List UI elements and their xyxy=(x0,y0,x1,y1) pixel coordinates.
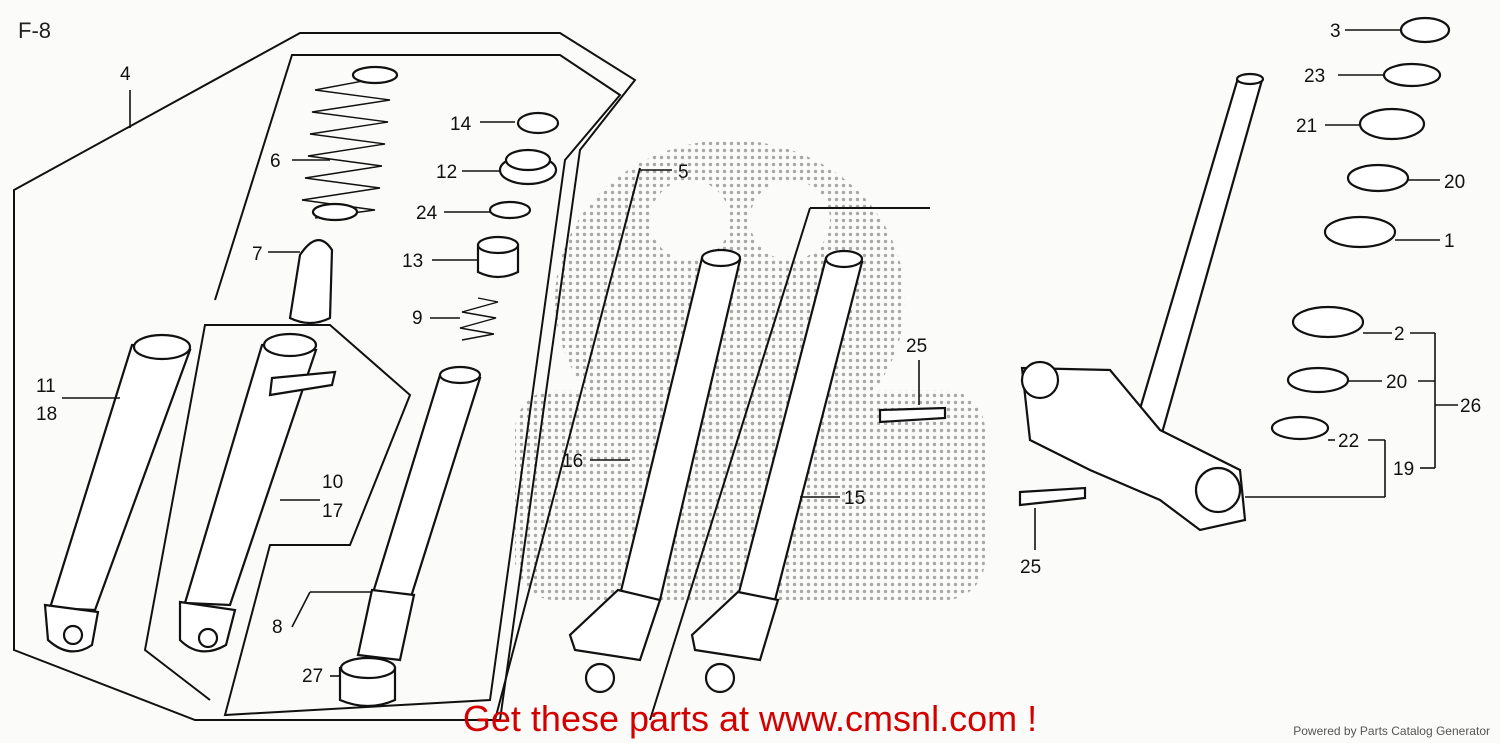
seal-part-22 xyxy=(1270,415,1330,441)
label-15: 15 xyxy=(844,488,865,509)
label-22: 22 xyxy=(1338,431,1359,452)
bearing-part-20b xyxy=(1286,366,1350,394)
label-26: 26 xyxy=(1460,396,1481,417)
label-10: 10 xyxy=(322,472,343,493)
label-25a: 25 xyxy=(906,336,927,357)
diagram-title: F-8 xyxy=(18,18,51,43)
bolt-part-25b xyxy=(1018,486,1087,507)
label-6: 6 xyxy=(270,151,281,172)
label-4: 4 xyxy=(120,64,131,85)
label-20a: 20 xyxy=(1444,172,1465,193)
credit-text: Powered by Parts Catalog Generator xyxy=(1293,724,1490,738)
assembly-frame-15b xyxy=(649,207,811,721)
label-2: 2 xyxy=(1394,324,1405,345)
washer-part-24 xyxy=(488,200,532,220)
label-8: 8 xyxy=(272,617,283,638)
label-1: 1 xyxy=(1444,231,1455,252)
part-labels: 4 6 7 11 18 10 17 8 27 14 12 24 13 9 5 1… xyxy=(36,21,1481,687)
label-25b: 25 xyxy=(1020,557,1041,578)
race-part-2 xyxy=(1291,305,1365,339)
cap-part-14 xyxy=(516,111,560,135)
label-17: 17 xyxy=(322,501,343,522)
label-19: 19 xyxy=(1393,459,1414,480)
inner-tube-8 xyxy=(356,365,482,662)
label-16: 16 xyxy=(562,451,583,472)
label-27: 27 xyxy=(302,666,323,687)
seal-part-12 xyxy=(498,148,558,186)
race-part-1 xyxy=(1323,215,1397,249)
steering-stem xyxy=(1020,72,1265,532)
spring-part-9 xyxy=(459,297,499,341)
label-18: 18 xyxy=(36,404,57,425)
assembly-frame-4 xyxy=(13,32,637,721)
cta-link[interactable]: Get these parts at www.cmsnl.com ! xyxy=(462,698,1038,739)
nut-part-21 xyxy=(1358,107,1426,141)
label-5: 5 xyxy=(678,162,689,183)
label-14: 14 xyxy=(450,114,472,135)
label-20b: 20 xyxy=(1386,372,1407,393)
label-23: 23 xyxy=(1304,66,1325,87)
spring-part-6 xyxy=(301,65,399,222)
label-13: 13 xyxy=(402,251,423,272)
fork-leg-16 xyxy=(568,248,742,694)
label-11: 11 xyxy=(36,376,56,397)
label-21: 21 xyxy=(1296,116,1317,137)
label-9: 9 xyxy=(412,308,423,329)
fork-leg-15 xyxy=(690,249,864,694)
label-24: 24 xyxy=(416,203,438,224)
outer-tube-11 xyxy=(43,333,192,653)
washer-part-23 xyxy=(1382,62,1442,88)
cone-part-7 xyxy=(288,239,334,325)
assembly-frame-5 xyxy=(494,167,641,721)
leader-lines xyxy=(62,29,1458,677)
outer-tube-10 xyxy=(178,332,337,653)
bolt-part-25a xyxy=(878,406,947,424)
assembly-frame-inner xyxy=(143,54,622,717)
label-7: 7 xyxy=(252,244,263,265)
nut-part-3 xyxy=(1399,16,1451,44)
label-3: 3 xyxy=(1330,21,1341,42)
label-12: 12 xyxy=(436,162,457,183)
bearing-part-20a xyxy=(1346,163,1410,193)
